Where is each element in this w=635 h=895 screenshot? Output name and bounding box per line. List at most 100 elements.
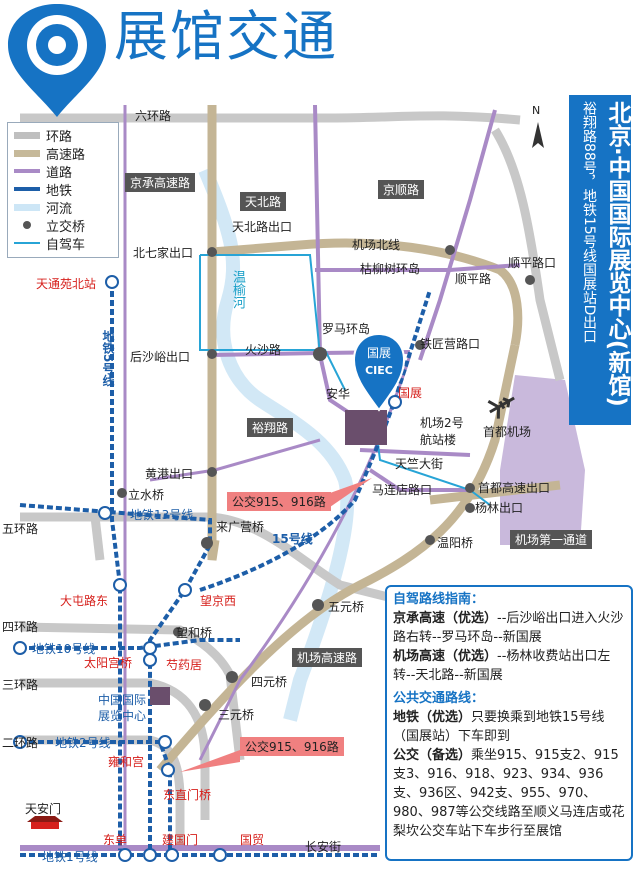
new-venue-marker bbox=[345, 410, 387, 445]
road-label: 长安街 bbox=[305, 840, 342, 854]
road-label: 四环路 bbox=[2, 620, 39, 634]
road-label: 天北路出口 bbox=[232, 220, 293, 234]
station-ring bbox=[13, 735, 27, 749]
road-label: 首都机场 bbox=[483, 425, 532, 439]
station-ring bbox=[98, 506, 112, 520]
station-ring bbox=[161, 763, 175, 777]
road-label: 北七家出口 bbox=[133, 246, 194, 260]
road-jingshun bbox=[418, 109, 497, 361]
station-ring bbox=[165, 848, 179, 862]
road-label: 六环路 bbox=[135, 109, 172, 123]
legend-label: 高速路 bbox=[46, 147, 86, 163]
station-label: 国贸 bbox=[240, 833, 265, 847]
drive-route-1: 京承高速（优选）--后沙峪出口进入火沙路右转--罗马环岛--新国展 bbox=[393, 609, 625, 647]
road-label: 安华 bbox=[326, 387, 351, 401]
station-ring bbox=[143, 641, 157, 655]
legend-item: 立交桥 bbox=[14, 217, 85, 235]
interchange-dot bbox=[425, 535, 435, 545]
station-ring bbox=[143, 653, 157, 667]
river bbox=[198, 167, 355, 722]
subway-label: 地铁1号线 bbox=[42, 850, 98, 864]
bus-tag: 公交915、916路 bbox=[227, 492, 331, 511]
venue-address: 裕翔路88号，地铁15号线国展站D出口 bbox=[581, 101, 597, 344]
bus-tag: 公交915、916路 bbox=[240, 737, 344, 756]
venue-info-box: 北京·中国国际展览中心(新馆) 裕翔路88号，地铁15号线国展站D出口 bbox=[569, 95, 631, 425]
tag-airport-channel: 机场第一通道 bbox=[510, 530, 593, 549]
station-ring bbox=[178, 583, 192, 597]
ring-2 bbox=[20, 735, 185, 850]
interchange-dot bbox=[226, 671, 238, 683]
road-label: 望和桥 bbox=[176, 626, 213, 640]
station-ring bbox=[213, 848, 227, 862]
subway-label: 地铁2号线 bbox=[55, 736, 111, 750]
road-malian bbox=[368, 468, 470, 492]
interchange-dot bbox=[313, 347, 327, 361]
interchange-dot bbox=[415, 340, 425, 350]
road-label: 温阳桥 bbox=[437, 536, 474, 550]
pin-line1: 国展 bbox=[367, 346, 391, 360]
compass-icon bbox=[532, 122, 544, 148]
venue-pin-icon: 国展 CIEC bbox=[352, 332, 406, 412]
road-label: 三环路 bbox=[2, 678, 39, 692]
tag-yuxiang: 裕翔路 bbox=[247, 418, 294, 437]
station-label: 建国门 bbox=[162, 833, 199, 847]
legend-label: 道路 bbox=[46, 165, 73, 181]
legend-swatch bbox=[14, 203, 40, 211]
venue-name: 北京·中国国际展览中心(新馆) bbox=[604, 101, 630, 407]
drive-route-1-head: 京承高速（优选） bbox=[393, 611, 498, 626]
transit-guide-title: 公共交通路线： bbox=[393, 691, 485, 706]
legend-label: 环路 bbox=[46, 129, 73, 145]
road-label: 机场2号 bbox=[420, 416, 464, 430]
interchange-dot bbox=[525, 275, 535, 285]
compass-label: N bbox=[532, 104, 541, 117]
road-label: 马连店路口 bbox=[372, 483, 433, 497]
expressway-jingcheng bbox=[207, 105, 220, 561]
station-ring bbox=[388, 395, 402, 409]
interchange-dot bbox=[207, 247, 217, 257]
road-label: 罗马环岛 bbox=[322, 322, 371, 336]
legend-item: 地铁 bbox=[14, 181, 72, 199]
road-label: 来广营桥 bbox=[216, 520, 265, 534]
road-label: 五元桥 bbox=[328, 600, 365, 614]
interchange-dot bbox=[207, 349, 217, 359]
drive-route-2-body: --杨林收费站出口左转--天北路--新国展 bbox=[393, 649, 611, 683]
old-venue-label: 中国国际 bbox=[98, 693, 147, 707]
road-label: 立水桥 bbox=[128, 488, 165, 502]
station-label: 大屯路东 bbox=[60, 594, 109, 608]
legend-swatch bbox=[14, 187, 40, 191]
bus-route-body: 乘坐915、915支2、915支3、916、918、923、934、936支、9… bbox=[393, 748, 625, 839]
station-label: 望京西 bbox=[200, 594, 237, 608]
bus-route-head: 公交（备选） bbox=[393, 748, 472, 763]
drive-guide-title: 自驾路线指南： bbox=[393, 592, 485, 607]
tag-jingcheng: 京承高速路 bbox=[125, 173, 196, 192]
station-label: 东直门桥 bbox=[163, 788, 212, 802]
subway-line-10 bbox=[20, 638, 240, 650]
bus-callout-pointer bbox=[330, 478, 372, 507]
ring-6-east bbox=[491, 127, 565, 382]
subway-5-label: 地铁5号线 bbox=[101, 330, 115, 387]
legend-swatch bbox=[14, 169, 40, 173]
station-ring bbox=[143, 848, 157, 862]
legend-swatch bbox=[23, 221, 31, 229]
station-ring bbox=[118, 848, 132, 862]
subway-route: 地铁（优选）只要换乘到地铁15号线（国展站）下车即到 bbox=[393, 708, 625, 746]
road-label: 航站楼 bbox=[420, 433, 457, 447]
tag-airport-expressway: 机场高速路 bbox=[292, 648, 363, 667]
interchange-dot bbox=[445, 245, 455, 255]
subway-route-body: 只要换乘到地铁15号线（国展站）下车即到 bbox=[393, 710, 605, 744]
road-label: 五环路 bbox=[2, 522, 39, 536]
tag-jingshun: 京顺路 bbox=[378, 180, 425, 199]
legend-swatch bbox=[14, 149, 40, 157]
subway-line-2 bbox=[20, 740, 172, 850]
road-label: 机场北线 bbox=[352, 238, 401, 252]
road-label: 三元桥 bbox=[218, 708, 255, 722]
road-label: 顺平路口 bbox=[508, 256, 557, 270]
interchange-dot bbox=[117, 488, 127, 498]
station-ring bbox=[158, 735, 172, 749]
legend-item: 道路 bbox=[14, 163, 73, 181]
interchange-dot bbox=[465, 483, 475, 493]
road-label: 火沙路 bbox=[245, 343, 282, 357]
ring-5-west bbox=[90, 516, 105, 561]
old-venue-marker bbox=[150, 687, 170, 705]
road-label: 天竺大街 bbox=[395, 457, 444, 471]
